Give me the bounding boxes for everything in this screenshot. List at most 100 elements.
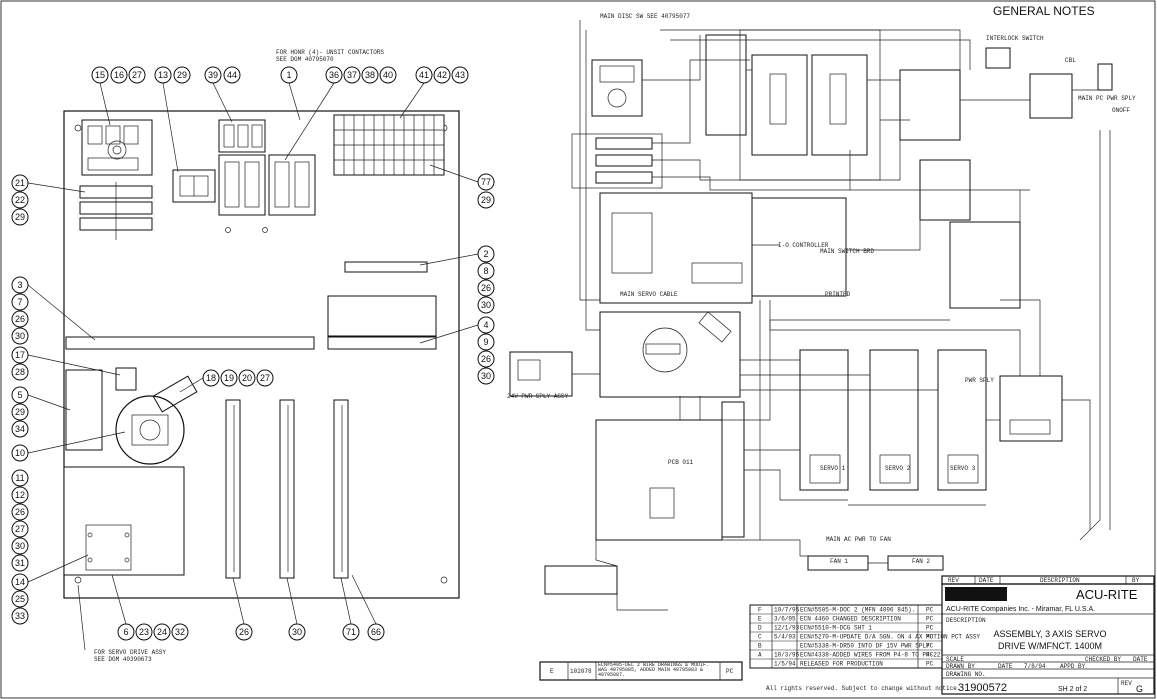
item-balloon: 30 <box>11 537 29 555</box>
item-number: 15 <box>95 70 105 80</box>
drawing-number: 31900572 <box>958 682 1007 694</box>
revision-desc: RELEASED FOR PRODUCTION <box>800 661 883 668</box>
date-value: 7/8/94 <box>1024 663 1046 670</box>
item-balloon: 21 <box>11 174 29 192</box>
revision-date: 1/5/94 <box>774 661 796 668</box>
date-label: DATE <box>998 663 1013 670</box>
item-balloon: 66 <box>367 623 385 641</box>
by-col-header: BY <box>1132 577 1140 584</box>
rev-label: REV <box>1121 680 1132 687</box>
revision-date: 10/7/95 <box>774 607 800 614</box>
item-balloon: 34 <box>11 420 29 438</box>
power-supply-module <box>65 369 103 451</box>
revision-desc: ECN#5505-M-DOC 2 (MFN 4096 845). <box>800 607 915 614</box>
item-balloon: 7 <box>11 293 29 311</box>
item-balloon: 33 <box>11 607 29 625</box>
rev-col-header: REV <box>948 577 959 584</box>
item-number: 30 <box>481 300 491 310</box>
item-number: 12 <box>15 490 25 500</box>
item-number: 34 <box>15 424 25 434</box>
item-number: 16 <box>114 70 124 80</box>
rev-value: G <box>1136 684 1143 694</box>
revision-by: PC <box>926 634 934 641</box>
item-balloon: 23 <box>135 623 153 641</box>
schematic-label: SERVO 2 <box>885 465 911 472</box>
extra-by: PC <box>726 668 734 675</box>
item-balloon: 20 <box>238 369 256 387</box>
item-number: 30 <box>15 541 25 551</box>
item-balloon: 41 <box>415 66 433 84</box>
item-number: 9 <box>483 337 488 347</box>
item-balloon: 8 <box>477 262 495 280</box>
revision-by: PC <box>926 652 934 659</box>
item-balloon: 5 <box>11 386 29 404</box>
drawn-by-label: DRAWN BY <box>946 663 975 670</box>
item-number: 25 <box>15 594 25 604</box>
schematic-label: SERVO 1 <box>820 465 846 472</box>
extra-rev: E <box>550 668 554 675</box>
schematic-label: I-O CONTROLLER <box>778 242 829 249</box>
checked-by-label: CHECKED BY <box>1085 656 1121 663</box>
item-balloon: 2 <box>477 245 495 263</box>
item-balloon: 40 <box>379 66 397 84</box>
terminal-block <box>81 119 153 176</box>
schematic-label: MAIN SERVO CABLE <box>620 291 678 298</box>
schematic-label: ONOFF <box>1112 107 1130 114</box>
item-balloon: 71 <box>342 623 360 641</box>
drawing-no-label: DRAWING NO. <box>946 671 986 678</box>
wiring-schematic: GENERAL NOTES <box>507 4 1136 611</box>
item-number: 40 <box>383 70 393 80</box>
item-balloon: 1 <box>280 66 298 84</box>
schematic-label: SERVO 3 <box>950 465 976 472</box>
revision-rev: A <box>758 652 762 659</box>
revision-by: PC <box>926 643 934 650</box>
item-number: 8 <box>483 266 488 276</box>
item-number: 30 <box>15 331 25 341</box>
servo-power-supply <box>999 375 1063 442</box>
item-number: 27 <box>132 70 142 80</box>
schematic-label: MAIN AC PWR TO FAN <box>826 536 891 543</box>
item-balloon: 17 <box>11 346 29 364</box>
item-number: 26 <box>15 507 25 517</box>
item-balloon: 18 <box>202 369 220 387</box>
item-number: 11 <box>15 473 24 483</box>
revision-desc: ECN#5510-M-DCG SHT 1 <box>800 625 872 632</box>
back-panel-outline <box>63 110 460 599</box>
svg-text:ANILAM: ANILAM <box>955 589 998 601</box>
callout-text: FOR SERVO DRIVE ASSY <box>94 649 166 656</box>
item-balloon: 42 <box>433 66 451 84</box>
item-balloon: 11 <box>11 469 29 487</box>
item-balloon: 77 <box>477 173 495 191</box>
revision-desc: ECN 4460 CHANGED DESCRIPTION <box>800 616 901 623</box>
item-balloon: 27 <box>11 520 29 538</box>
item-number: 21 <box>15 178 25 188</box>
pcb-011 <box>595 419 723 541</box>
item-number: 27 <box>15 524 25 534</box>
item-balloon: 29 <box>11 208 29 226</box>
item-number: 29 <box>177 70 187 80</box>
item-balloon: 16 <box>110 66 128 84</box>
relay-bank <box>899 69 961 141</box>
item-number: 18 <box>206 373 216 383</box>
din-rail-upper <box>344 261 428 273</box>
item-balloon: 29 <box>173 66 191 84</box>
extra-desc: ECN#5495-DEL 2 WIRE DRAWINGS & MODIF. WA… <box>598 663 710 679</box>
schematic-label: CBL <box>1065 57 1076 64</box>
revision-desc: ECN#5338-M-DR50 INTO DF 15V PWR SPLY <box>800 643 930 650</box>
general-notes-heading: GENERAL NOTES <box>993 4 1095 18</box>
item-balloon: 10 <box>11 444 29 462</box>
item-number: 23 <box>139 627 149 637</box>
item-number: 38 <box>365 70 375 80</box>
item-balloon: 26 <box>477 350 495 368</box>
relay-module <box>327 295 437 337</box>
item-balloon: 28 <box>11 363 29 381</box>
item-balloon: 9 <box>477 333 495 351</box>
description-line-1: ASSEMBLY, 3 AXIS SERVO <box>993 629 1106 639</box>
terminal-strip <box>333 114 445 176</box>
item-number: 29 <box>15 407 25 417</box>
item-number: 28 <box>15 367 25 377</box>
revision-by: PC <box>926 607 934 614</box>
revision-by: PC <box>926 616 934 623</box>
